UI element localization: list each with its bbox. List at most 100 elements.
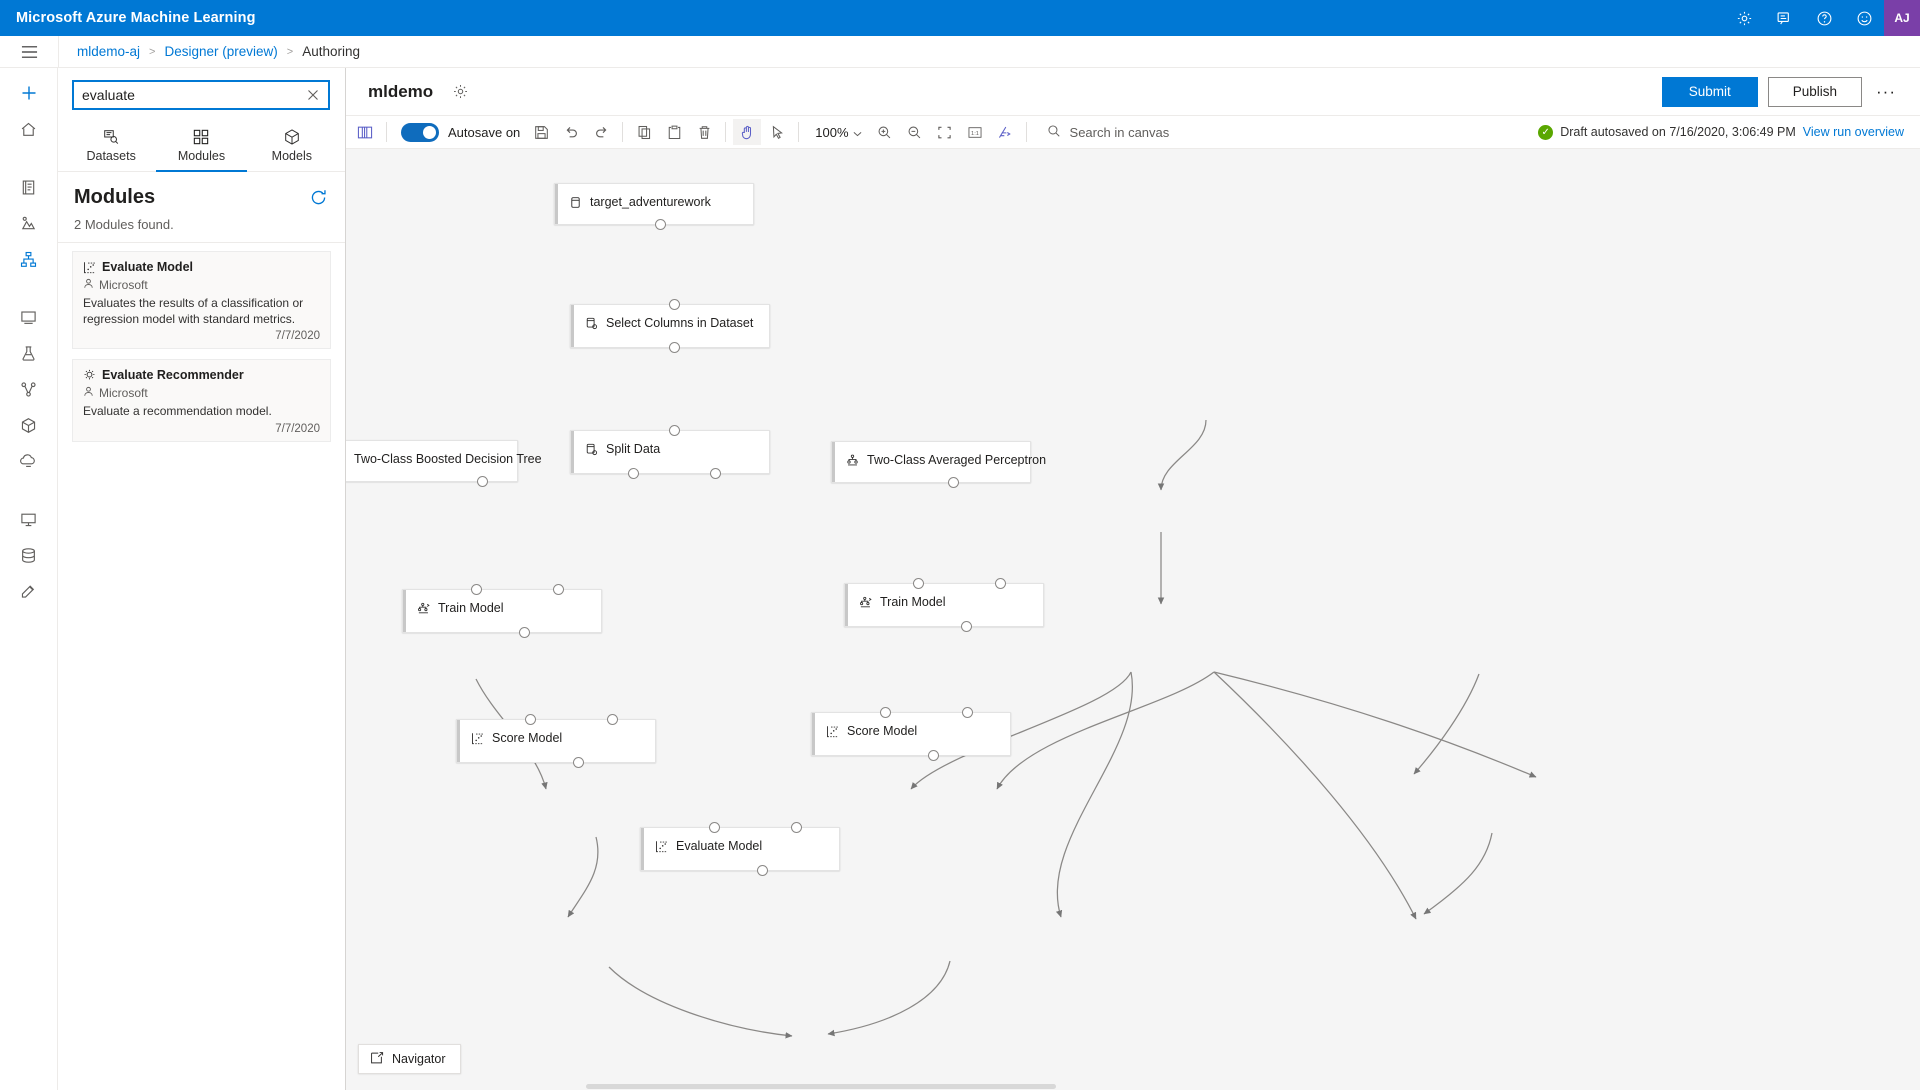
view-run-overview-link[interactable]: View run overview	[1802, 125, 1904, 139]
clear-search-icon[interactable]	[302, 84, 324, 106]
pan-tool-button[interactable]	[733, 119, 762, 145]
canvas-node[interactable]: Two-Class Averaged Perceptron	[831, 441, 1046, 488]
node-input-port[interactable]	[995, 578, 1006, 589]
node-label: Two-Class Boosted Decision Tree	[354, 452, 542, 466]
node-input-port[interactable]	[607, 714, 618, 725]
node-input-port[interactable]	[471, 584, 482, 595]
datasets-icon[interactable]	[9, 300, 49, 334]
paste-button[interactable]	[660, 119, 688, 145]
module-date: 7/7/2020	[275, 330, 320, 343]
undo-button[interactable]	[557, 119, 585, 145]
select-tool-button[interactable]	[763, 119, 791, 145]
help-icon[interactable]	[1804, 0, 1844, 36]
zoom-level-dropdown[interactable]: 100%	[815, 125, 861, 140]
experiments-icon[interactable]	[9, 336, 49, 370]
navigator-button[interactable]: Navigator	[358, 1044, 461, 1074]
tab-datasets[interactable]: Datasets	[66, 120, 156, 172]
new-icon[interactable]	[9, 76, 49, 110]
node-output-port[interactable]	[519, 627, 530, 638]
notebooks-icon[interactable]	[9, 170, 49, 204]
more-options-icon[interactable]: ···	[1876, 81, 1896, 101]
node-input-port[interactable]	[913, 578, 924, 589]
delete-button[interactable]	[690, 119, 718, 145]
autosave-toggle[interactable]	[401, 122, 439, 142]
canvas-node[interactable]: Split Data	[570, 425, 770, 479]
labeling-icon[interactable]	[9, 574, 49, 608]
pipeline-canvas[interactable]: target_adventurework Select Columns in D…	[346, 149, 1920, 1090]
datastores-icon[interactable]	[9, 538, 49, 572]
canvas-node[interactable]: Select Columns in Dataset	[570, 299, 770, 353]
list-item[interactable]: Evaluate Recommender Microsoft Evaluate …	[72, 359, 331, 442]
node-output-port[interactable]	[757, 865, 768, 876]
node-input-port[interactable]	[709, 822, 720, 833]
list-item[interactable]: Evaluate Model Microsoft Evaluates the r…	[72, 251, 331, 350]
models-icon	[283, 128, 301, 146]
automl-icon[interactable]	[9, 206, 49, 240]
compute-icon[interactable]	[9, 502, 49, 536]
autosave-status: ✓ Draft autosaved on 7/16/2020, 3:06:49 …	[1538, 124, 1920, 140]
horizontal-scrollbar[interactable]	[346, 1083, 1920, 1090]
canvas-node[interactable]: Train Model	[402, 584, 602, 638]
tab-modules[interactable]: Modules	[156, 120, 247, 172]
search-box[interactable]	[72, 80, 330, 110]
save-button[interactable]	[527, 119, 555, 145]
node-input-port[interactable]	[525, 714, 536, 725]
canvas-search[interactable]: Search in canvas	[1047, 124, 1169, 141]
actual-size-button[interactable]: 1:1	[961, 119, 989, 145]
node-input-port[interactable]	[669, 299, 680, 310]
feedback-icon[interactable]	[1764, 0, 1804, 36]
divider	[58, 35, 59, 68]
redo-button[interactable]	[587, 119, 615, 145]
breadcrumb-item-workspace[interactable]: mldemo-aj	[77, 44, 141, 59]
node-output-port[interactable]	[961, 621, 972, 632]
node-output-port[interactable]	[710, 468, 721, 479]
gear-icon[interactable]	[1724, 0, 1764, 36]
node-output-port[interactable]	[573, 757, 584, 768]
node-output-port[interactable]	[948, 477, 959, 488]
canvas-node[interactable]: Two-Class Boosted Decision Tree	[346, 440, 542, 487]
zoom-in-button[interactable]	[871, 119, 899, 145]
breadcrumb-item-designer[interactable]: Designer (preview)	[164, 44, 278, 59]
node-input-port[interactable]	[669, 425, 680, 436]
fit-to-screen-button[interactable]	[931, 119, 959, 145]
gear-icon[interactable]	[449, 81, 471, 103]
node-input-port[interactable]	[553, 584, 564, 595]
node-input-port[interactable]	[791, 822, 802, 833]
pipeline-name[interactable]: mldemo	[368, 81, 434, 101]
refresh-icon[interactable]	[309, 188, 329, 208]
node-label: Train Model	[880, 595, 946, 609]
endpoints-icon[interactable]	[9, 444, 49, 478]
copy-button[interactable]	[630, 119, 658, 145]
smiley-icon[interactable]	[1844, 0, 1884, 36]
node-output-port[interactable]	[628, 468, 639, 479]
canvas-node[interactable]: target_adventurework	[554, 183, 754, 230]
publish-button[interactable]: Publish	[1767, 76, 1862, 107]
models-icon[interactable]	[9, 408, 49, 442]
hamburger-menu-icon[interactable]	[0, 36, 58, 68]
node-output-port[interactable]	[655, 219, 666, 230]
panel-toggle-icon[interactable]	[351, 119, 379, 145]
node-output-port[interactable]	[477, 476, 488, 487]
sidebar-item-designer[interactable]	[9, 242, 49, 276]
node-input-port[interactable]	[880, 707, 891, 718]
node-label: Two-Class Averaged Perceptron	[867, 453, 1047, 467]
node-input-port[interactable]	[962, 707, 973, 718]
auto-layout-icon[interactable]	[991, 119, 1019, 145]
canvas-node[interactable]: Train Model	[844, 578, 1044, 632]
canvas-node[interactable]: Evaluate Model	[640, 822, 840, 876]
tab-models[interactable]: Models	[247, 120, 337, 172]
home-icon[interactable]	[9, 112, 49, 146]
node-output-port[interactable]	[928, 750, 939, 761]
zoom-out-button[interactable]	[901, 119, 929, 145]
tab-label: Datasets	[86, 148, 136, 163]
canvas-node[interactable]: Score Model	[811, 707, 1011, 761]
search-input[interactable]	[82, 87, 302, 103]
page-title: Modules	[74, 186, 156, 208]
node-output-port[interactable]	[669, 342, 680, 353]
pipelines-icon[interactable]	[9, 372, 49, 406]
module-publisher: Microsoft	[99, 278, 148, 292]
submit-button[interactable]: Submit	[1661, 76, 1758, 107]
module-date: 7/7/2020	[275, 422, 320, 435]
canvas-node[interactable]: Score Model	[456, 714, 656, 768]
avatar[interactable]: AJ	[1884, 0, 1920, 36]
